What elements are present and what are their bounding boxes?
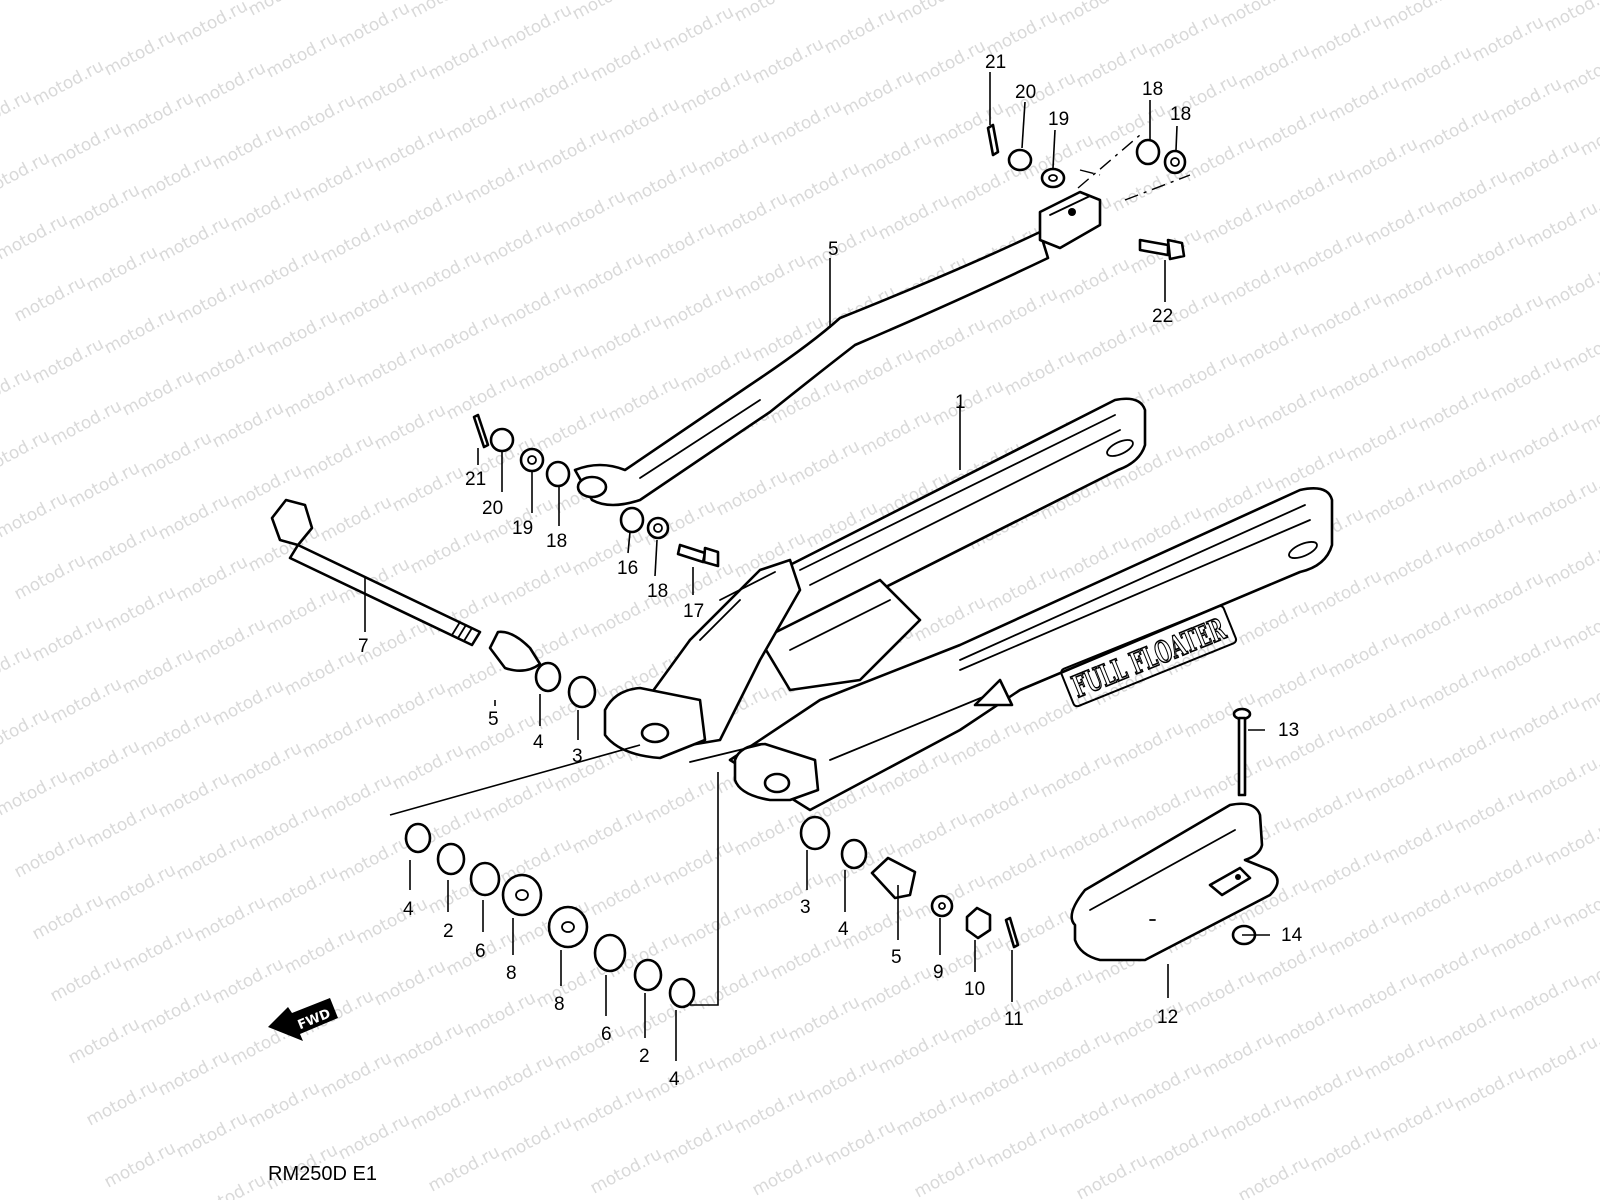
label-16: 16 (617, 558, 638, 579)
label-5-top: 5 (828, 239, 839, 260)
chain-guide (1070, 802, 1279, 962)
label-8: 8 (506, 963, 517, 984)
rear-rod (573, 190, 1102, 507)
label-7: 7 (358, 636, 369, 657)
bolt-22 (1138, 238, 1186, 261)
pivot-bolt (270, 498, 482, 647)
label-3: 3 (572, 746, 583, 767)
label-21-top: 21 (985, 52, 1006, 73)
bolt-13 (1232, 707, 1252, 797)
label-18-b: 18 (647, 581, 668, 602)
label-6-b: 6 (601, 1024, 612, 1045)
label-5-b: 5 (891, 947, 902, 968)
leader-lines (364, 134, 1270, 1006)
label-20: 20 (482, 498, 503, 519)
label-13: 13 (1278, 720, 1299, 741)
label-4-b: 4 (403, 899, 414, 920)
label-2: 2 (443, 921, 454, 942)
label-22: 22 (1152, 306, 1173, 327)
fwd-arrow: FWD (268, 998, 338, 1041)
swingarm: FULL FLOATER (603, 397, 1334, 812)
label-8-b: 8 (554, 994, 565, 1015)
label-5: 5 (488, 709, 499, 730)
part-labels: 1 5 21 20 19 18 18 22 21 20 19 18 16 18 … (358, 52, 1303, 1090)
label-4: 4 (533, 732, 544, 753)
label-ticks (409, 72, 1178, 1061)
label-4-d: 4 (838, 919, 849, 940)
label-2-b: 2 (639, 1046, 650, 1067)
label-1: 1 (955, 392, 966, 413)
label-6: 6 (475, 941, 486, 962)
label-18-top-a: 18 (1142, 79, 1163, 100)
small-parts (404, 123, 1257, 1009)
label-19: 19 (512, 518, 533, 539)
bolt-17 (676, 543, 720, 568)
label-17: 17 (683, 601, 704, 622)
label-9: 9 (933, 962, 944, 983)
label-3-b: 3 (800, 897, 811, 918)
label-14: 14 (1281, 925, 1303, 946)
label-10: 10 (964, 979, 985, 1000)
label-11: 11 (1004, 1009, 1024, 1030)
label-21: 21 (465, 469, 486, 490)
label-12: 12 (1157, 1007, 1178, 1028)
model-code: RM250D E1 (268, 1163, 377, 1185)
label-19-top: 19 (1048, 109, 1069, 130)
label-4-c: 4 (669, 1069, 680, 1090)
label-18: 18 (546, 531, 567, 552)
label-18-top-b: 18 (1170, 104, 1191, 125)
label-20-top: 20 (1015, 82, 1036, 103)
